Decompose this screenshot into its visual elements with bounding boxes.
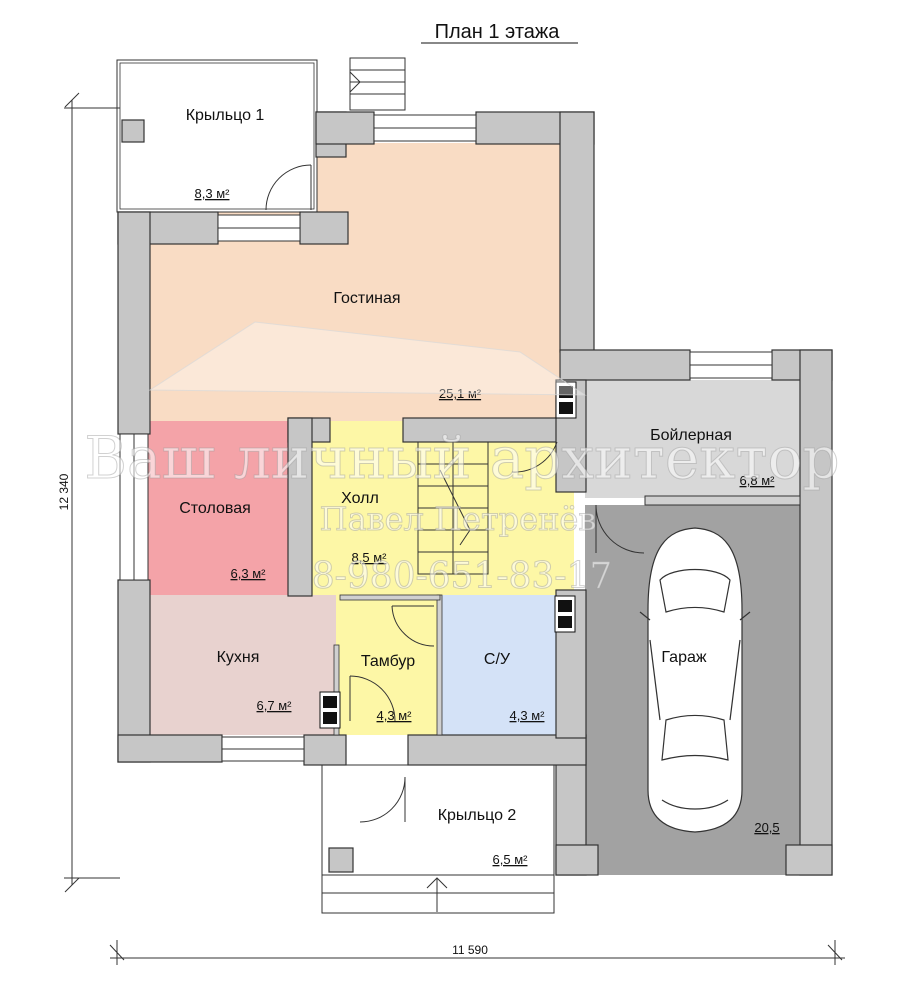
room-area-porch-2: 6,5 м² [493, 852, 529, 867]
room-name-bathroom: С/У [484, 651, 511, 668]
watermark-line-3: 8-980-651-83-17 [312, 556, 613, 597]
dimension-height-line [64, 92, 120, 893]
watermark-line-1: Ваш личный архитектор [84, 424, 839, 492]
entry-arrow [426, 877, 448, 912]
room-kitchen-fill [148, 595, 336, 735]
room-name-vestibule: Тамбур [361, 653, 415, 670]
porch-1-column [121, 119, 145, 143]
room-vestibule-fill [336, 595, 440, 735]
porch-2-step [321, 874, 555, 914]
room-name-living: Гостиная [333, 290, 400, 307]
watermark-line-2: Павел Петренёв [320, 500, 597, 538]
room-boiler-fill [585, 380, 800, 498]
exterior-walls [117, 111, 833, 876]
dimension-height-label: 12 340 [57, 473, 71, 510]
room-name-hall: Холл [341, 490, 379, 507]
room-name-boiler: Бойлерная [650, 427, 732, 444]
room-area-vestibule: 4,3 м² [377, 708, 413, 723]
vent-shafts [319, 381, 577, 729]
car-icon [639, 527, 751, 833]
room-area-bathroom: 4,3 м² [510, 708, 546, 723]
dimension-width-label: 11 590 [452, 943, 488, 957]
room-name-kitchen: Кухня [217, 649, 260, 666]
door-swings [265, 164, 645, 823]
room-bathroom-fill [440, 595, 558, 735]
room-area-dining: 6,3 м² [231, 566, 267, 581]
porch-1-inner [119, 62, 315, 210]
hall-stairs [417, 441, 489, 575]
room-area-garage: 20,5 [754, 820, 779, 835]
room-name-garage: Гараж [661, 649, 706, 666]
watermark: Ваш личный архитектор Павел Петренёв 8-9… [84, 321, 840, 598]
room-name-dining: Столовая [179, 500, 251, 517]
room-name-porch-1: Крыльцо 1 [186, 107, 265, 124]
dimension-width-line [109, 940, 845, 965]
porch-2-column [328, 847, 354, 873]
plan-title: План 1 этажа [435, 21, 561, 43]
room-area-kitchen: 6,7 м² [257, 698, 293, 713]
room-name-porch-2: Крыльцо 2 [438, 807, 517, 824]
room-area-hall: 8,5 м² [352, 550, 388, 565]
porch-2-outline [321, 764, 555, 876]
room-area-porch-1: 8,3 м² [195, 186, 231, 201]
porch-1-stairs [349, 57, 406, 111]
interior-walls [287, 379, 801, 739]
room-area-boiler: 6,8 м² [740, 473, 776, 488]
porch-1-outline [116, 59, 318, 213]
room-dining-fill [148, 421, 288, 595]
windows [119, 114, 773, 762]
